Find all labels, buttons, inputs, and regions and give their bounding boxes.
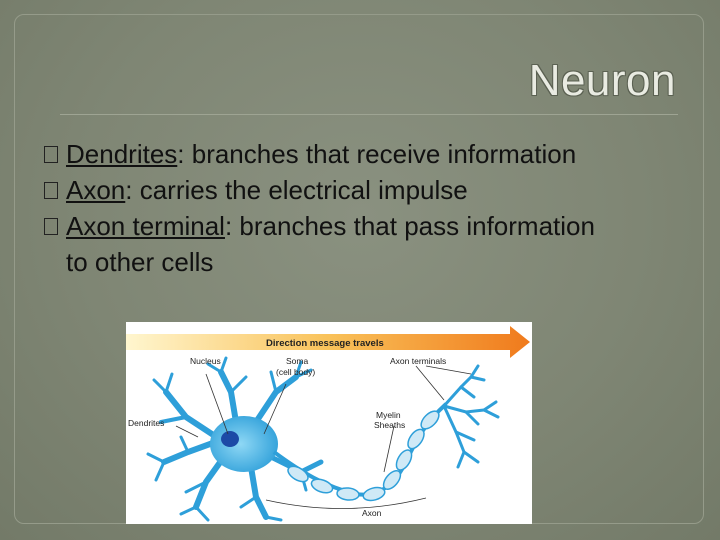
bullet-axon-terminal: Axon terminal: branches that pass inform… <box>44 208 604 280</box>
bullet-list: Dendrites: branches that receive informa… <box>44 136 604 280</box>
label-soma-sub: (cell body) <box>276 367 315 377</box>
neuron-diagram-svg: Direction message travels <box>126 322 532 524</box>
label-axon: Axon <box>362 508 382 518</box>
bullet-marker <box>44 182 58 199</box>
direction-label: Direction message travels <box>266 338 384 349</box>
bullet-text: : carries the electrical impulse <box>125 175 467 205</box>
myelin-sheaths <box>285 408 442 503</box>
label-nucleus: Nucleus <box>190 356 221 366</box>
title-divider <box>60 114 678 115</box>
neuron-diagram: Direction message travels <box>126 322 532 524</box>
direction-arrow: Direction message travels <box>126 326 530 358</box>
bullet-term: Dendrites <box>66 139 177 169</box>
bullet-term: Axon <box>66 175 125 205</box>
slide-title: Neuron <box>529 56 676 106</box>
label-myelin: Myelin <box>376 410 401 420</box>
axon-terminals-shape <box>444 366 498 467</box>
label-axon-terminals: Axon terminals <box>390 356 446 366</box>
bullet-text: : branches that receive information <box>177 139 576 169</box>
label-soma: Soma <box>286 356 308 366</box>
bullet-marker <box>44 146 58 163</box>
bullet-marker <box>44 218 58 235</box>
label-dendrites: Dendrites <box>128 418 164 428</box>
bullet-dendrites: Dendrites: branches that receive informa… <box>44 136 604 172</box>
nucleus-shape <box>221 431 239 447</box>
bullet-axon: Axon: carries the electrical impulse <box>44 172 604 208</box>
label-myelin-sub: Sheaths <box>374 420 405 430</box>
bullet-term: Axon terminal <box>66 211 225 241</box>
